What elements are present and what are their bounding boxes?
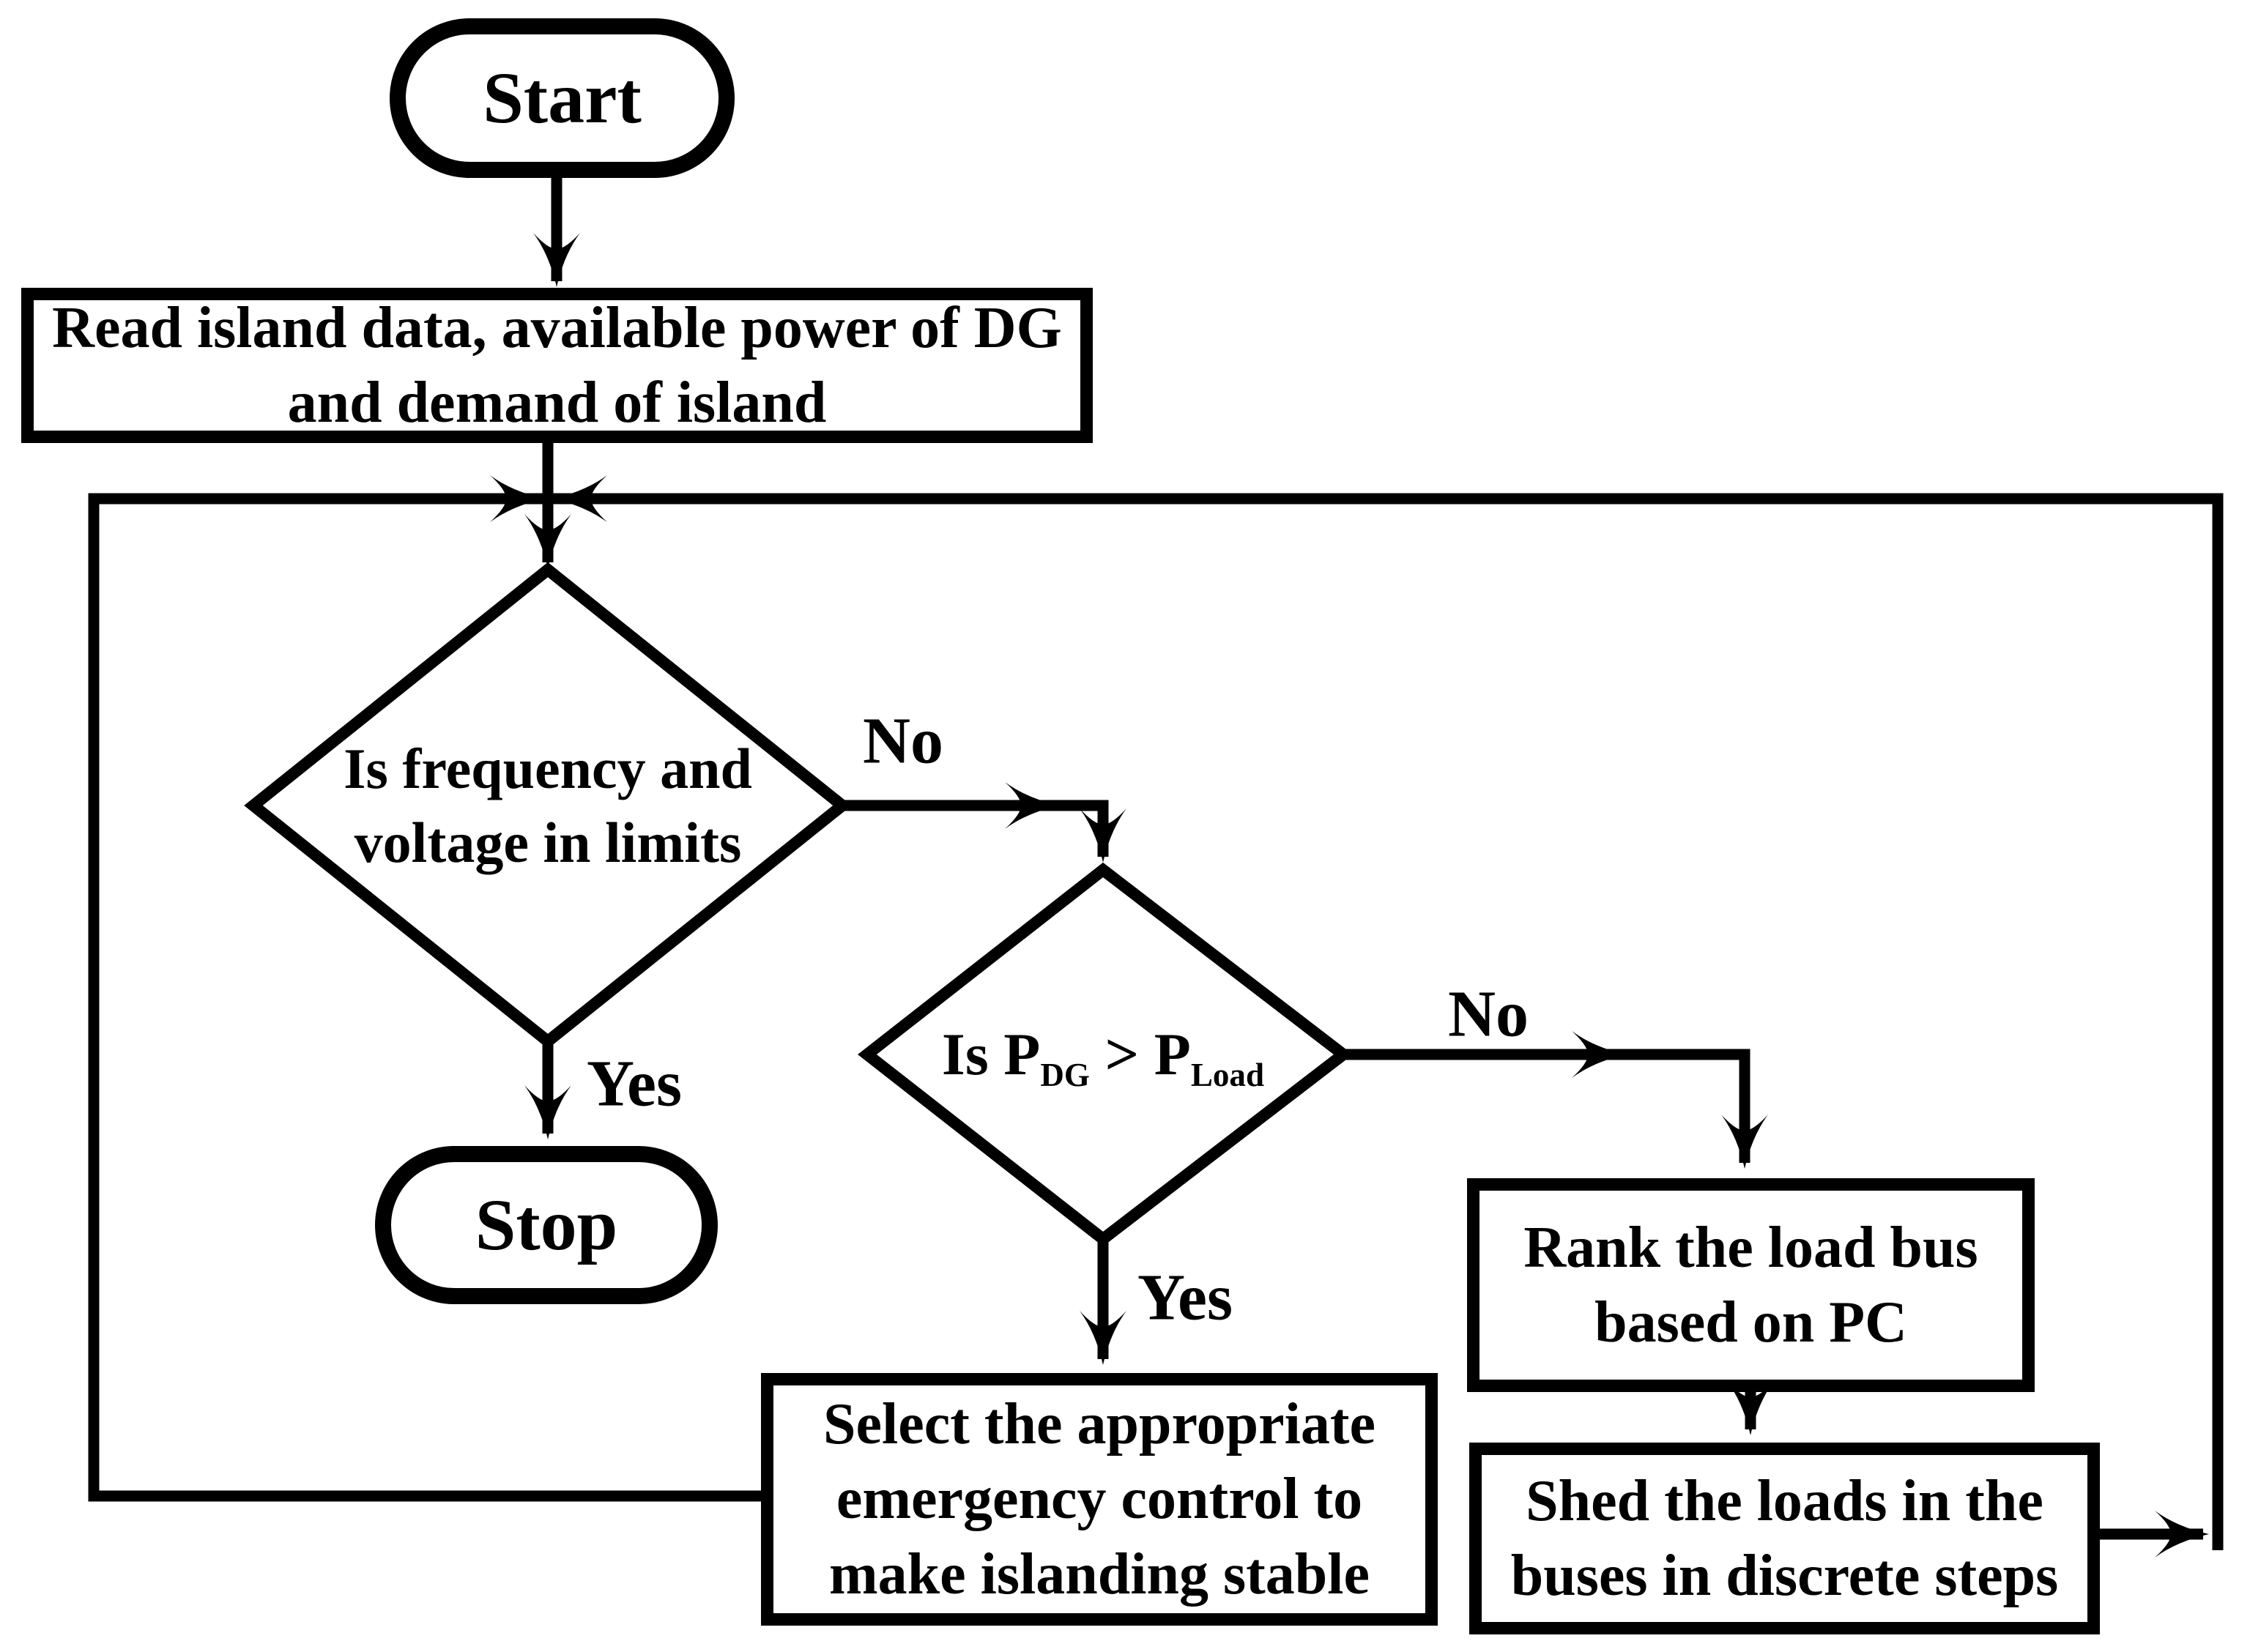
decision-power-diamond	[858, 862, 1354, 1247]
connector-decision1-decision2	[842, 800, 1126, 863]
stop-node: Stop	[375, 1146, 718, 1304]
edge-label-limits-no: No	[863, 704, 943, 778]
select-emergency-control-node: Select the appropriate emergency control…	[761, 1373, 1438, 1626]
read-island-data-line1: Read island data, available power of DG	[52, 295, 1062, 360]
shed-loads-line1: Shed the loads in the	[1526, 1468, 2043, 1533]
shed-loads-line2: buses in discrete steps	[1510, 1544, 2059, 1608]
connector-decision2-rank	[1343, 1049, 1768, 1169]
rank-load-line2: based on PC	[1594, 1290, 1907, 1355]
shed-loads-node: Shed the loads in the buses in discrete …	[1469, 1443, 2100, 1634]
select-control-line2: emergency control to	[836, 1467, 1363, 1532]
rank-load-bus-node: Rank the load bus based on PC	[1467, 1178, 2035, 1392]
stop-label: Stop	[475, 1184, 618, 1265]
start-label: Start	[483, 57, 642, 138]
select-control-line3: make islanding stable	[829, 1541, 1370, 1607]
decision-limits-diamond	[244, 562, 852, 1049]
edge-label-power-yes: Yes	[1137, 1261, 1233, 1334]
start-node: Start	[390, 18, 735, 178]
edge-label-limits-yes: Yes	[587, 1047, 682, 1120]
edge-label-power-no: No	[1448, 978, 1529, 1051]
select-control-line1: Select the appropriate	[823, 1391, 1375, 1456]
read-island-data-line2: and demand of island	[287, 371, 827, 435]
rank-load-line1: Rank the load bus	[1523, 1215, 1978, 1280]
read-island-data-node: Read island data, available power of DG …	[21, 288, 1093, 443]
loop-container-edge	[88, 493, 2224, 1550]
